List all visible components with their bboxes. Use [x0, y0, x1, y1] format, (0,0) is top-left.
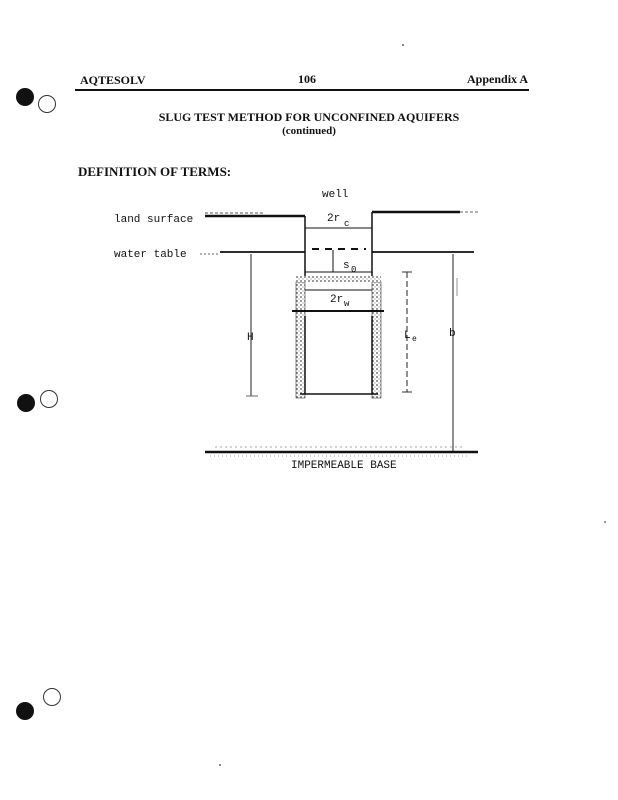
h-label: H	[247, 332, 254, 344]
water-table-label: water table	[114, 249, 187, 261]
binder-hole-filled-middle	[17, 394, 35, 412]
le-subscript: e	[412, 335, 417, 344]
page-subtitle: (continued)	[282, 125, 336, 137]
binder-hole-empty-bottom	[43, 688, 61, 706]
rc-subscript: c	[344, 219, 349, 229]
scan-speck	[219, 764, 221, 766]
rc-label: 2r	[327, 213, 340, 225]
impermeable-base-label: IMPERMEABLE BASE	[291, 460, 397, 472]
binder-hole-empty-top	[38, 95, 56, 113]
scan-speck	[402, 44, 404, 46]
header-left: AQTESOLV	[80, 73, 146, 87]
well-label: well	[322, 189, 348, 201]
header-page-number: 106	[298, 72, 316, 86]
header-rule	[75, 89, 529, 91]
binder-hole-empty-middle	[40, 390, 58, 408]
s0-subscript: 0	[351, 265, 356, 275]
gravel-pack-left	[295, 281, 306, 399]
binder-hole-filled-bottom	[16, 702, 34, 720]
section-heading: DEFINITION OF TERMS:	[78, 164, 232, 179]
s0-label: s	[343, 260, 350, 272]
binder-hole-filled-top	[16, 88, 34, 106]
header-right: Appendix A	[467, 72, 529, 86]
scan-speck	[604, 521, 606, 523]
gravel-pack-right	[371, 281, 382, 399]
b-label: b	[449, 328, 456, 340]
page-title: SLUG TEST METHOD FOR UNCONFINED AQUIFERS	[158, 110, 460, 124]
rw-label: 2r	[330, 294, 343, 306]
le-label: L	[404, 330, 411, 342]
land-surface-label: land surface	[114, 214, 193, 226]
rw-subscript: w	[344, 299, 350, 309]
